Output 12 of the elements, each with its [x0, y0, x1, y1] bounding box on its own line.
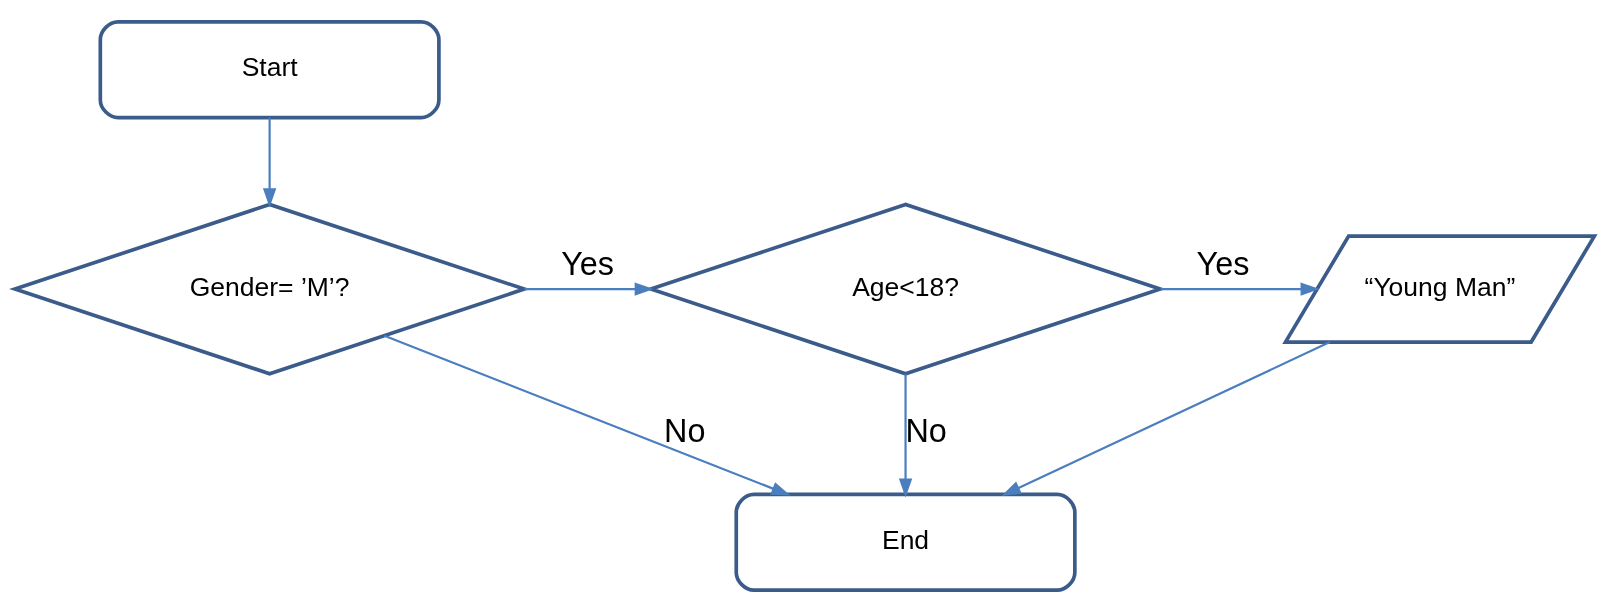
arrow	[1160, 281, 1320, 296]
arrow	[384, 334, 791, 495]
node-box: Start	[98, 19, 441, 119]
arrow	[262, 117, 277, 207]
edge-label: Yes	[1196, 245, 1250, 282]
edge-label: No	[664, 412, 706, 449]
arrow	[1001, 340, 1331, 496]
arrow	[898, 373, 913, 498]
node-box: End	[734, 492, 1077, 592]
edge-label: Yes	[561, 245, 614, 282]
arrow	[524, 281, 654, 296]
edge-label: No	[905, 412, 947, 449]
